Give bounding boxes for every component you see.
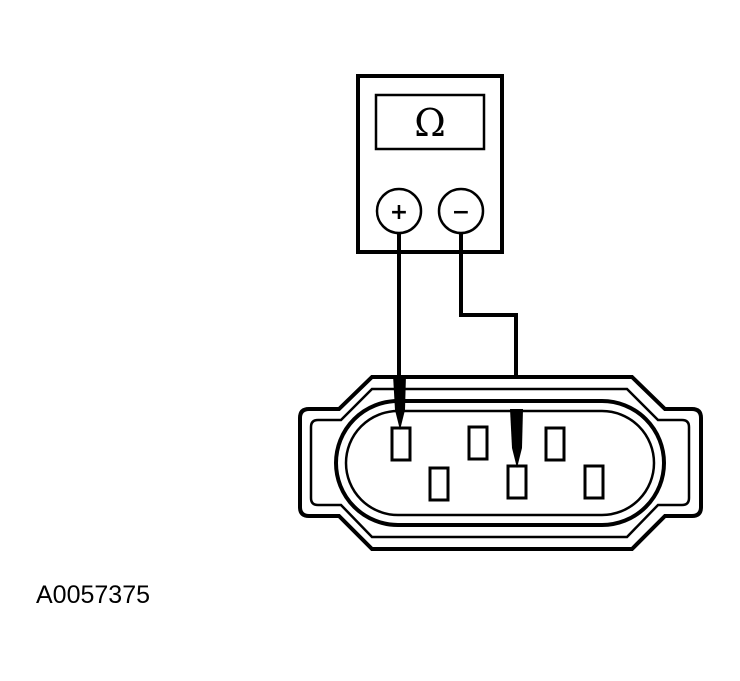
probe-tips <box>393 375 523 468</box>
connector-pin <box>583 464 605 500</box>
connector-pin <box>390 426 412 462</box>
connector-cavity-inner <box>344 409 656 517</box>
connector-inner-rim <box>309 387 691 539</box>
connector-cavity-outer <box>334 399 666 527</box>
ohmmeter: Ω + − <box>356 74 504 254</box>
positive-probe-tip <box>393 375 406 430</box>
ohmmeter-display <box>374 93 486 151</box>
connector <box>298 375 703 551</box>
connector-pin <box>544 426 566 462</box>
negative-terminal-label: − <box>452 200 470 225</box>
positive-terminal-label: + <box>390 200 408 225</box>
test-leads <box>397 233 518 410</box>
negative-probe-tip <box>510 409 523 468</box>
figure-id: A0057375 <box>36 581 151 609</box>
connector-pin <box>428 466 450 502</box>
connector-pin <box>467 425 489 461</box>
ohm-symbol: Ω <box>414 101 446 145</box>
connector-pin <box>506 464 528 500</box>
negative-lead-wire <box>459 233 518 410</box>
